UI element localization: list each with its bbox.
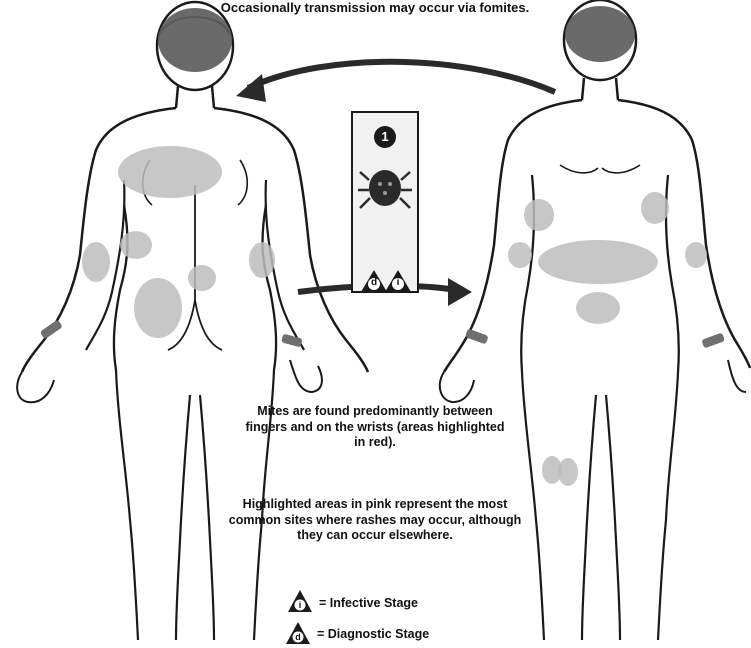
front-view-figure: [440, 0, 750, 640]
legend-label-diagnostic: = Diagnostic Stage: [317, 627, 429, 641]
legend-item-diagnostic: = Diagnostic Stage: [283, 621, 429, 647]
mites-location-note: Mites are found predominantly between fi…: [240, 404, 510, 451]
diagnostic-badge-letter: d: [367, 277, 381, 290]
arrow-left-icon: [236, 62, 555, 102]
figure-title: Occasionally transmission may occur via …: [150, 0, 600, 16]
rash-sites-note: Highlighted areas in pink represent the …: [222, 497, 528, 544]
legend-marker-diagnostic: d: [292, 632, 304, 643]
legend-label-infective: = Infective Stage: [319, 596, 418, 610]
infective-badge-letter: i: [391, 277, 405, 290]
stage-number: 1: [376, 129, 394, 145]
back-view-figure: [17, 2, 368, 640]
legend-marker-infective: i: [294, 600, 306, 611]
